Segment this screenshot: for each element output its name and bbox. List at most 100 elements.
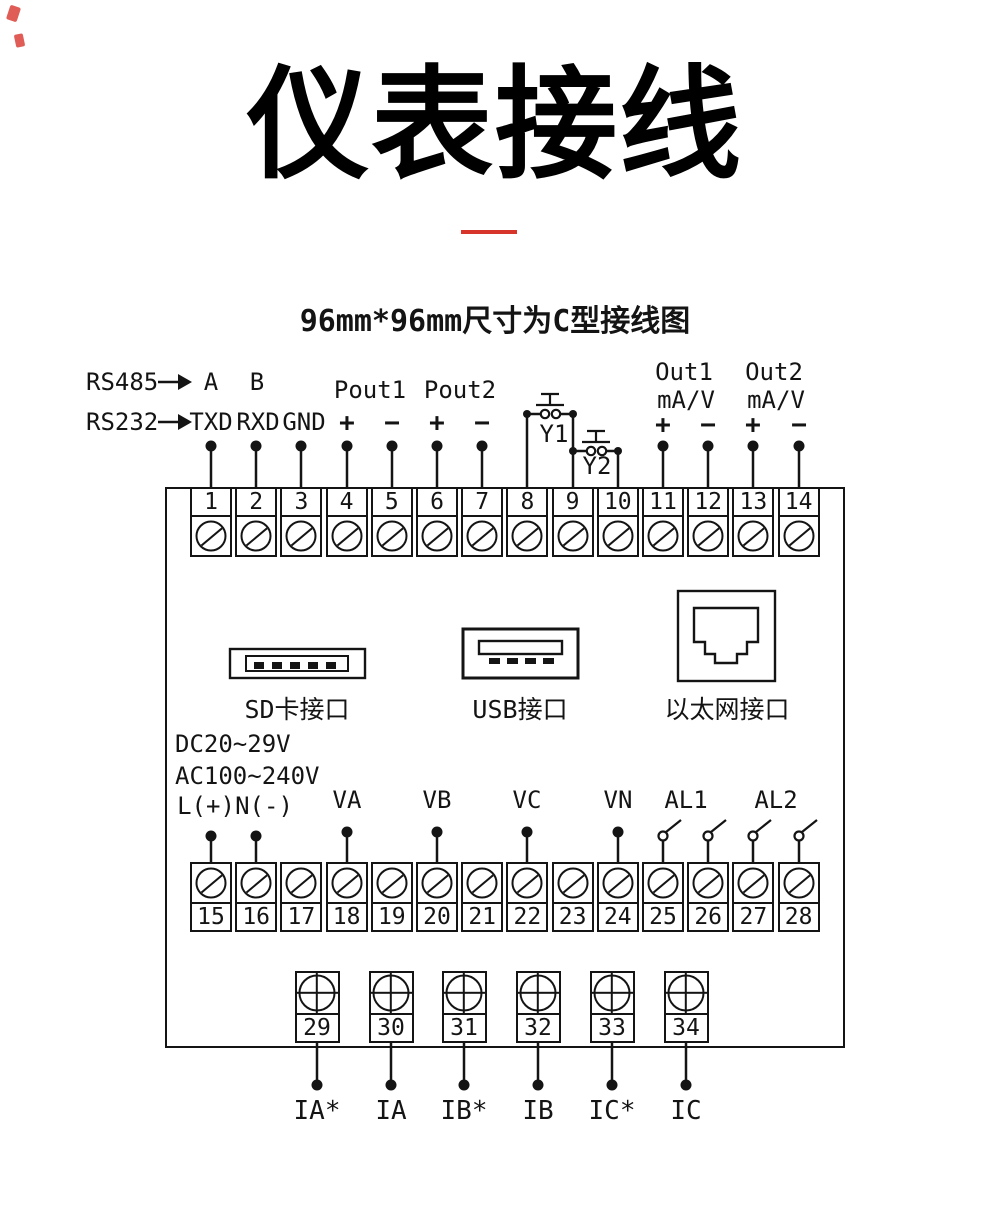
out1-label: Out1 [655, 358, 713, 386]
terminal-26: 26 [687, 862, 730, 932]
screw-icon [466, 520, 498, 552]
terminal-number: 25 [642, 901, 684, 932]
screw-icon [737, 520, 769, 552]
screw-icon [783, 867, 815, 899]
terminal-1: 1 [190, 487, 232, 557]
screw-terminal [370, 862, 413, 904]
out1-plus-label: + [655, 410, 671, 440]
pout1-label: Pout1 [333, 376, 407, 404]
screw-terminal [732, 862, 775, 904]
terminal-number: 24 [596, 901, 639, 932]
row2-terminal-wires [205, 826, 624, 862]
terminal-4: 4 [325, 487, 368, 557]
terminal-number: 14 [777, 487, 820, 517]
terminal-number: 9 [551, 487, 594, 517]
terminal-number: 32 [515, 1012, 561, 1043]
current-terminal-circle-icon [667, 974, 705, 1012]
screw-icon [421, 520, 453, 552]
screw-icon [557, 520, 589, 552]
terminal-number: 16 [235, 901, 278, 932]
vc-label: VC [512, 786, 542, 814]
ac-supply-label: AC100~240V [175, 762, 320, 790]
current-terminal [589, 971, 635, 1015]
out1-minus-label: − [700, 410, 716, 440]
out2-plus-label: + [745, 410, 761, 440]
screw-terminal [325, 514, 368, 557]
terminal-number: 22 [506, 901, 549, 932]
current-terminal [441, 971, 487, 1015]
terminal-number: 4 [325, 487, 368, 517]
ib-star-label: IB* [440, 1096, 488, 1126]
terminal-5: 5 [370, 487, 413, 557]
current-terminal [663, 971, 709, 1015]
current-terminal [515, 971, 561, 1015]
arrow-icon-rs232 [158, 414, 192, 430]
screw-terminal [280, 862, 323, 904]
terminal-number: 11 [642, 487, 684, 517]
y1-button-symbol [523, 392, 577, 420]
terminal-32: 32 [515, 971, 561, 1043]
ethernet-port-icon [676, 589, 777, 683]
screw-icon [421, 867, 453, 899]
label-a: A [203, 368, 219, 396]
terminal-number: 12 [687, 487, 730, 517]
current-terminal-wires [311, 1043, 692, 1091]
terminal-number: 6 [416, 487, 458, 517]
pout2-plus-label: + [429, 408, 445, 438]
out2-label: Out2 [745, 358, 803, 386]
terminal-8: 8 [506, 487, 549, 557]
al2-label: AL2 [754, 786, 798, 814]
screw-icon [602, 867, 634, 899]
out1-unit-label: mA/V [657, 386, 715, 414]
screw-icon [783, 520, 815, 552]
terminal-24: 24 [596, 862, 639, 932]
label-rxd: RXD [236, 408, 280, 436]
pout2-label: Pout2 [423, 376, 497, 404]
out2-minus-label: − [791, 410, 807, 440]
al2-contact-symbol [747, 819, 818, 862]
sd-card-icon [228, 647, 367, 680]
ic-label: IC [670, 1096, 702, 1126]
arrow-icon-rs485 [158, 374, 192, 390]
ia-star-label: IA* [293, 1096, 341, 1126]
vb-label: VB [422, 786, 452, 814]
screw-terminal [325, 862, 368, 904]
y1-label: Y1 [539, 420, 569, 448]
terminal-number: 5 [370, 487, 413, 517]
screw-terminal [461, 514, 504, 557]
pout2-minus-label: − [474, 408, 490, 438]
screw-icon [195, 520, 227, 552]
va-label: VA [332, 786, 362, 814]
terminal-15: 15 [190, 862, 232, 932]
current-terminal-circle-icon [519, 974, 557, 1012]
current-terminal-circle-icon [298, 974, 336, 1012]
terminal-number: 13 [732, 487, 775, 517]
label-txd: TXD [189, 408, 233, 436]
current-terminal [368, 971, 414, 1015]
screw-terminal [777, 514, 820, 557]
screw-terminal [596, 862, 639, 904]
screw-terminal [687, 862, 730, 904]
terminal-17: 17 [280, 862, 323, 932]
current-terminal-circle-icon [372, 974, 410, 1012]
terminal-30: 30 [368, 971, 414, 1043]
current-terminal-circle-icon [593, 974, 631, 1012]
terminal-12: 12 [687, 487, 730, 557]
terminal-number: 27 [732, 901, 775, 932]
terminal-number: 26 [687, 901, 730, 932]
pout1-minus-label: − [384, 408, 400, 438]
terminal-number: 30 [368, 1012, 414, 1043]
terminal-number: 10 [596, 487, 639, 517]
screw-icon [602, 520, 634, 552]
dc-supply-label: DC20~29V [175, 730, 291, 758]
ic-star-label: IC* [588, 1096, 636, 1126]
terminal-number: 7 [461, 487, 504, 517]
terminal-13: 13 [732, 487, 775, 557]
terminal-number: 21 [461, 901, 504, 932]
screw-terminal [506, 862, 549, 904]
terminal-11: 11 [642, 487, 684, 557]
terminal-19: 19 [370, 862, 413, 932]
terminal-34: 34 [663, 971, 709, 1043]
terminal-23: 23 [551, 862, 594, 932]
screw-terminal [506, 514, 549, 557]
